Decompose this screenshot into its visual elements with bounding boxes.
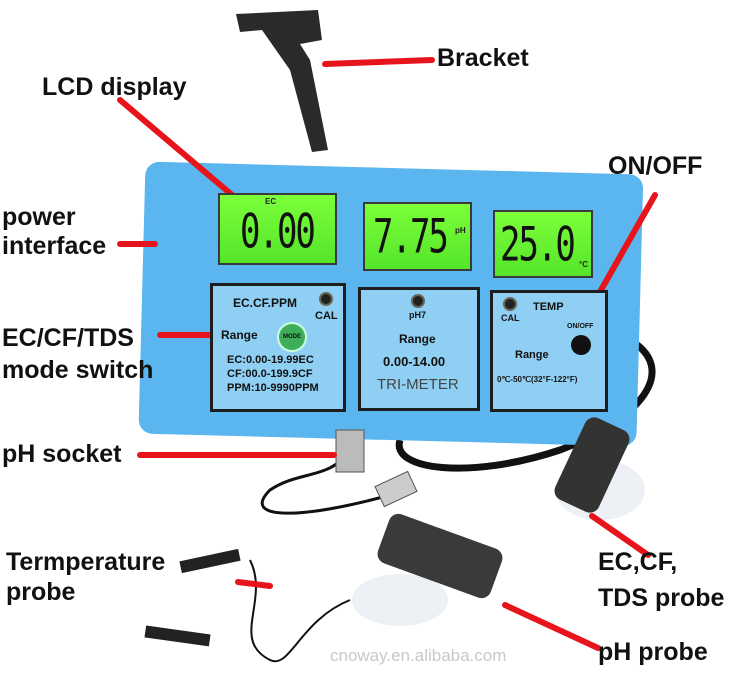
panel-temp: CAL TEMP ON/OFF Range 0℃-50℃(32°F-122°F) xyxy=(490,290,608,412)
label-mode-switch: EC/CF/TDS xyxy=(2,324,134,352)
power-button[interactable] xyxy=(571,335,591,355)
lcd-value: 7.75 xyxy=(373,209,449,265)
label-ph-probe: pH probe xyxy=(598,638,708,666)
cal-label: CAL xyxy=(501,313,520,323)
panel-ec: EC.CF.PPM CAL Range MODE EC:0.00-19.99EC… xyxy=(210,283,346,412)
brand-label: TRI-METER xyxy=(377,376,459,393)
ph-probe-shape xyxy=(377,513,503,599)
range-line: CF:00.0-199.9CF xyxy=(227,368,313,380)
lcd-unit: °C xyxy=(579,260,588,269)
onoff-label: ON/OFF xyxy=(567,323,594,330)
lcd-value: 25.0 xyxy=(500,217,576,273)
range-value: 0℃-50℃(32°F-122°F) xyxy=(497,375,578,384)
range-label: Range xyxy=(399,332,436,346)
panel-title: TEMP xyxy=(533,301,564,313)
cal-label: pH7 xyxy=(409,310,427,320)
panel-ph: pH7 Range 0.00-14.00 TRI-METER xyxy=(358,287,480,411)
label-on-off: ON/OFF xyxy=(608,152,703,180)
range-line: EC:0.00-19.99EC xyxy=(227,354,314,366)
lcd-value: 0.00 xyxy=(240,204,316,260)
ec-probe-shape xyxy=(554,417,630,513)
bracket-shape xyxy=(236,10,328,152)
label-ph-socket: pH socket xyxy=(2,440,122,468)
bnc-plug xyxy=(374,470,418,508)
range-label: Range xyxy=(515,349,549,361)
ph-cable xyxy=(260,449,391,515)
label-bracket: Bracket xyxy=(437,44,529,72)
watermark: cnoway.en.alibaba.com xyxy=(330,646,507,665)
ec-probe-cable xyxy=(395,337,656,472)
mode-button[interactable]: MODE xyxy=(277,322,307,352)
range-label: Range xyxy=(221,328,258,342)
panel-title: EC.CF.PPM xyxy=(233,296,298,310)
lcd-ec: EC 0.00 xyxy=(218,193,337,265)
lcd-unit: pH xyxy=(455,226,466,235)
label-ec-probe: EC,CF, xyxy=(598,548,678,576)
range-line: PPM:10-9990PPM xyxy=(227,382,319,394)
lcd-ph: 7.75 pH xyxy=(363,202,472,271)
temp-cable xyxy=(249,559,351,663)
label-temperature-probe: probe xyxy=(6,578,76,606)
cal-screw-icon[interactable] xyxy=(503,297,517,311)
label-mode-switch: mode switch xyxy=(2,356,154,384)
ph-socket-shape xyxy=(335,429,365,473)
label-power-interface: interface xyxy=(2,232,107,260)
label-ec-probe: TDS probe xyxy=(598,584,725,612)
cal-label: CAL xyxy=(315,310,338,322)
label-power-interface: power xyxy=(2,203,76,231)
label-temperature-probe: Termperature xyxy=(6,548,166,576)
cal-screw-icon[interactable] xyxy=(319,292,333,306)
label-lcd-display: LCD display xyxy=(42,73,187,101)
lcd-unit: EC xyxy=(265,197,277,206)
range-value: 0.00-14.00 xyxy=(383,354,446,369)
cal-screw-icon[interactable] xyxy=(411,294,425,308)
lcd-temp: 25.0 °C xyxy=(493,210,593,278)
